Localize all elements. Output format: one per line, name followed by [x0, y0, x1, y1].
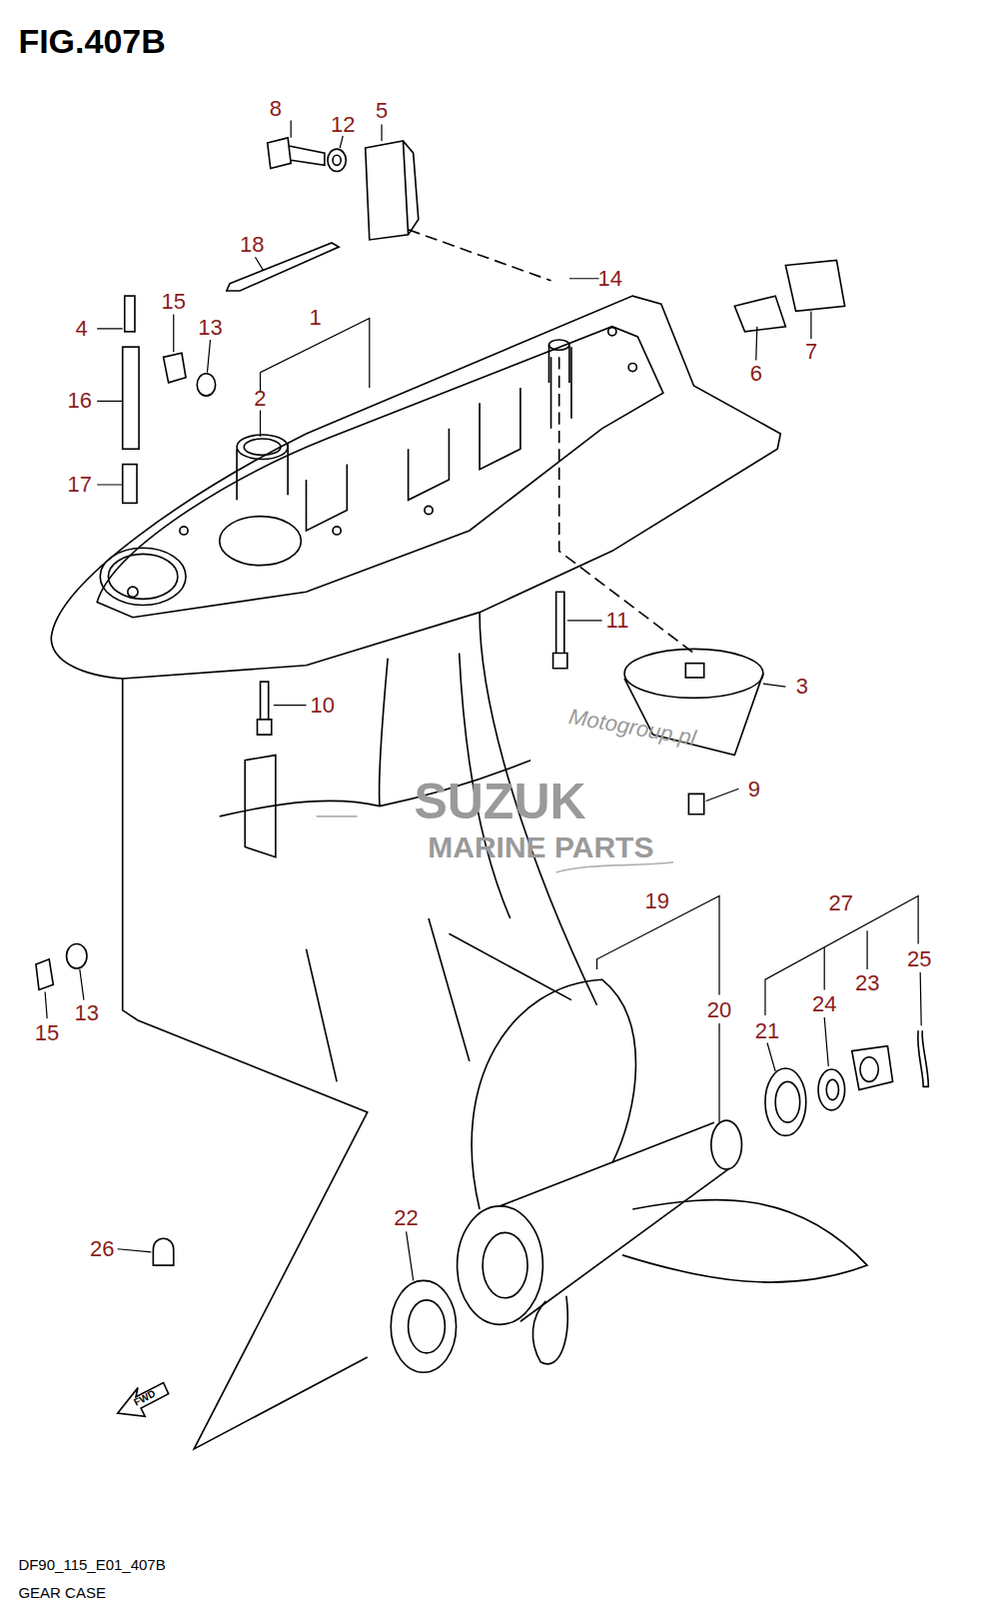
callout-number: 11 — [606, 609, 630, 632]
callout-number: 18 — [239, 233, 264, 256]
callout-number: 10 — [310, 694, 335, 717]
callout-number: 6 — [750, 362, 763, 385]
figure-caption: GEAR CASE — [17, 1584, 106, 1600]
figure-title: FIG.407B — [17, 23, 165, 58]
callout-number: 27 — [828, 892, 853, 915]
callout-number: 17 — [66, 473, 91, 496]
callout-number: 1 — [308, 306, 321, 329]
callout-number: 13 — [197, 316, 222, 339]
watermark: Motogroup.pl — [567, 705, 698, 750]
callout-number: 22 — [393, 1206, 418, 1229]
callout-number: 9 — [748, 778, 761, 801]
callout-number: 19 — [645, 890, 670, 913]
callout-number: 4 — [75, 317, 88, 340]
callout-number: 5 — [375, 99, 388, 122]
callout-number: 15 — [160, 290, 185, 313]
callout-number: 12 — [330, 113, 355, 136]
callout-number: 13 — [74, 1001, 99, 1024]
callout-number: 20 — [707, 999, 732, 1021]
callout-number: 16 — [66, 389, 91, 412]
callout-number: 15 — [34, 1021, 59, 1044]
figure-code: DF90_115_E01_407B — [17, 1555, 165, 1571]
callout-number: 2 — [253, 387, 266, 410]
callout-number: 21 — [755, 1019, 780, 1042]
watermark: SUZUK — [413, 776, 586, 827]
callout-number: 25 — [907, 948, 932, 971]
callout-number: 23 — [855, 972, 880, 995]
watermark: MARINE PARTS — [427, 832, 654, 863]
callout-number: 3 — [796, 675, 809, 698]
callout-number: 7 — [805, 340, 818, 363]
callout-number: 24 — [812, 993, 837, 1015]
callout-number: 26 — [89, 1237, 114, 1260]
callout-number: 14 — [598, 267, 623, 290]
callout-number: 8 — [269, 97, 282, 120]
